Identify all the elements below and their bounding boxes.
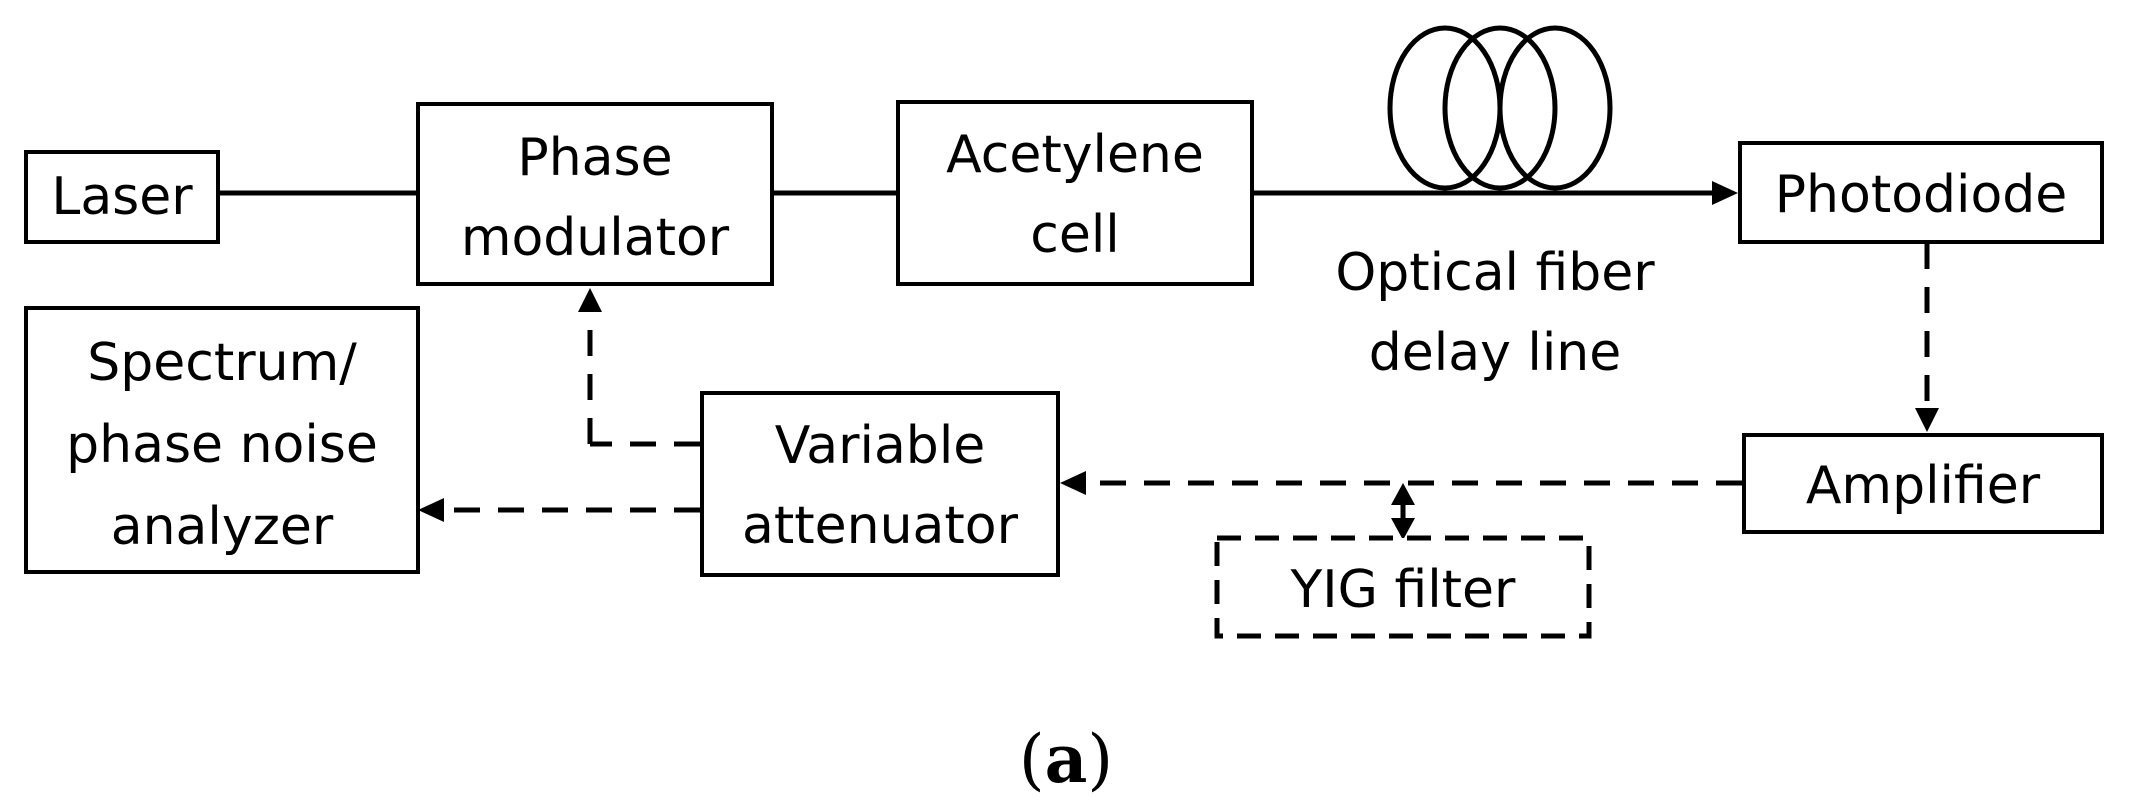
svg-text:cell: cell bbox=[1030, 205, 1119, 265]
svg-text:analyzer: analyzer bbox=[111, 497, 334, 557]
figure-caption: (a) bbox=[1019, 720, 1113, 798]
amplifier-arrowhead bbox=[1915, 408, 1939, 432]
amplifier-block: Amplifier bbox=[1742, 433, 2104, 534]
caption-letter: a bbox=[1045, 720, 1088, 798]
phase-modulator-label-line2: modulator bbox=[461, 208, 730, 268]
laser-block: Laser bbox=[24, 150, 220, 244]
svg-text:Photodiode: Photodiode bbox=[1775, 165, 2068, 225]
acetylene-cell-block: Acetylene cell bbox=[896, 100, 1254, 286]
phase-modulator-block: Phase modulator bbox=[416, 102, 774, 286]
fiber-label-line1: Optical fiber bbox=[1335, 243, 1655, 303]
svg-text:Spectrum/: Spectrum/ bbox=[87, 333, 357, 393]
attenuator-arrowhead bbox=[1060, 471, 1086, 495]
svg-text:Amplifier: Amplifier bbox=[1806, 456, 2041, 516]
caption-open-paren: ( bbox=[1019, 721, 1045, 798]
amplifier-label: Amplifier bbox=[1806, 456, 2041, 516]
svg-text:Phase: Phase bbox=[517, 128, 672, 188]
svg-text:delay line: delay line bbox=[1369, 323, 1621, 383]
svg-text:phase noise: phase noise bbox=[66, 415, 378, 475]
spectrum-analyzer-label-line1: Spectrum/ bbox=[87, 333, 357, 393]
photodiode-label: Photodiode bbox=[1775, 165, 2068, 225]
fiber-label-line2: delay line bbox=[1369, 323, 1621, 383]
photodiode-arrowhead bbox=[1712, 181, 1738, 205]
yig-filter-label: YIG filter bbox=[1290, 560, 1517, 620]
modulator-arrowhead bbox=[578, 288, 602, 312]
spectrum-analyzer-label-line2: phase noise bbox=[66, 415, 378, 475]
variable-attenuator-block: Variable attenuator bbox=[700, 391, 1060, 577]
yig-arrowhead-down bbox=[1391, 518, 1415, 540]
laser-label: Laser bbox=[51, 167, 193, 227]
caption-close-paren: ) bbox=[1087, 721, 1113, 798]
phase-modulator-label-line1: Phase bbox=[517, 128, 672, 188]
svg-text:Optical fiber: Optical fiber bbox=[1335, 243, 1655, 303]
spectrum-analyzer-block: Spectrum/ phase noise analyzer bbox=[24, 306, 420, 574]
svg-text:Acetylene: Acetylene bbox=[946, 125, 1204, 185]
svg-text:Laser: Laser bbox=[51, 167, 193, 227]
acetylene-cell-label-line1: Acetylene bbox=[946, 125, 1204, 185]
yig-filter-block: YIG filter bbox=[1214, 535, 1592, 639]
svg-text:modulator: modulator bbox=[461, 208, 730, 268]
acetylene-cell-label-line2: cell bbox=[1030, 205, 1119, 265]
fiber-coil-icon bbox=[1387, 25, 1613, 191]
svg-text:Variable: Variable bbox=[775, 416, 986, 476]
photodiode-block: Photodiode bbox=[1738, 141, 2104, 244]
svg-text:attenuator: attenuator bbox=[742, 496, 1019, 556]
variable-attenuator-label-line1: Variable bbox=[775, 416, 986, 476]
svg-text:YIG filter: YIG filter bbox=[1290, 560, 1517, 620]
yig-arrowhead-up bbox=[1391, 483, 1415, 505]
analyzer-arrowhead bbox=[418, 498, 444, 522]
variable-attenuator-label-line2: attenuator bbox=[742, 496, 1019, 556]
spectrum-analyzer-label-line3: analyzer bbox=[111, 497, 334, 557]
